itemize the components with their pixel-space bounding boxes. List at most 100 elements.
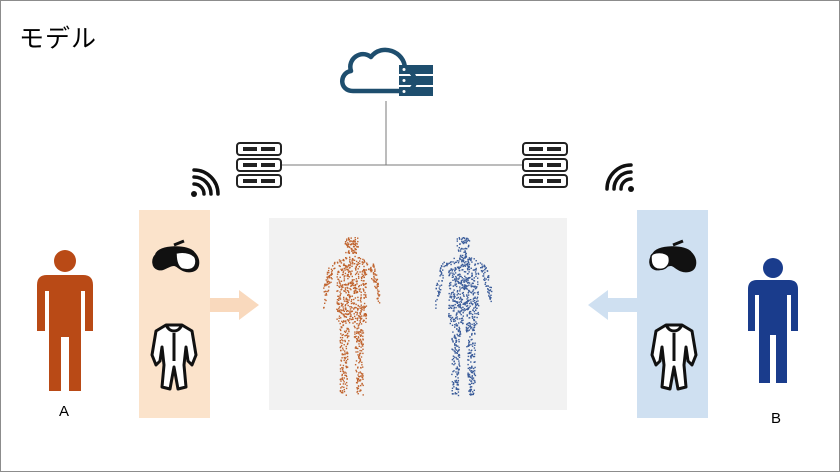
point-cloud-dot (468, 257, 471, 259)
point-cloud-dot (341, 320, 343, 323)
point-cloud-dot (341, 284, 343, 287)
point-cloud-dot (466, 280, 468, 282)
point-cloud-dot (376, 298, 379, 300)
point-cloud-dot (459, 298, 461, 300)
point-cloud-dot (473, 353, 476, 355)
point-cloud-dot (461, 292, 464, 294)
point-cloud-dot (454, 300, 456, 302)
point-cloud-dot (468, 307, 470, 309)
point-cloud-dot (351, 261, 353, 263)
point-cloud-dot (360, 301, 362, 303)
point-cloud-dot (377, 300, 380, 302)
point-cloud-dot (454, 352, 456, 354)
point-cloud-dot (359, 260, 361, 262)
point-cloud-dot (457, 282, 460, 284)
point-cloud-dot (358, 357, 360, 359)
point-cloud-dot (459, 250, 462, 252)
point-cloud-dot (354, 237, 356, 239)
server-rack-icon (236, 142, 282, 188)
point-cloud-dot (475, 300, 478, 303)
point-cloud-dot (355, 335, 357, 338)
point-cloud-dot (341, 357, 343, 359)
point-cloud-dot (467, 345, 469, 347)
point-cloud-dot (457, 391, 460, 393)
point-cloud-dot (461, 241, 464, 244)
point-cloud-dot (460, 259, 463, 261)
point-cloud-dot (352, 287, 355, 289)
point-cloud-dot (360, 294, 362, 296)
point-cloud-dot (475, 267, 477, 270)
point-cloud-dot (358, 354, 361, 356)
point-cloud-dot (473, 280, 476, 282)
point-cloud-dot (462, 254, 464, 257)
point-cloud-dot (466, 302, 468, 304)
point-cloud-dot (347, 273, 349, 276)
point-cloud-dot (354, 289, 356, 292)
point-cloud-dot (348, 270, 351, 272)
point-cloud-dot (452, 272, 454, 274)
point-cloud-dot (360, 304, 362, 306)
point-cloud-dot (452, 318, 455, 321)
point-cloud-dot (360, 350, 363, 352)
point-cloud-dot (350, 288, 352, 291)
point-cloud-dot (357, 307, 359, 310)
point-cloud-dot (374, 270, 376, 272)
point-cloud-dot (466, 314, 468, 316)
point-cloud-dot (458, 326, 460, 329)
server-rack-icon (522, 142, 568, 188)
point-cloud-dot (487, 291, 489, 293)
point-cloud-dot (346, 332, 349, 335)
point-cloud-dot (355, 278, 358, 280)
point-cloud-dot (357, 299, 359, 302)
point-cloud-dot (467, 373, 469, 376)
point-cloud-dot (359, 290, 361, 292)
point-cloud-dot (343, 259, 345, 262)
point-cloud-dot (460, 275, 462, 278)
point-cloud-dot (340, 349, 342, 352)
point-cloud-dot (474, 344, 476, 346)
point-cloud-dot (338, 315, 341, 317)
point-cloud-dot (472, 377, 475, 379)
point-cloud-dot (354, 315, 356, 318)
point-cloud-dot (342, 383, 345, 385)
point-cloud-dot (362, 375, 364, 377)
point-cloud-dot (467, 327, 469, 329)
point-cloud-dot (354, 288, 357, 290)
point-cloud-dot (474, 333, 476, 335)
point-cloud-dot (342, 321, 344, 324)
point-cloud-dot (446, 262, 448, 265)
point-cloud-dot (378, 302, 381, 304)
point-cloud-dot (465, 278, 467, 280)
point-cloud-dot (454, 346, 456, 349)
point-cloud-dot (358, 375, 361, 378)
point-cloud-dot (456, 291, 459, 293)
point-cloud-dot (348, 319, 350, 321)
point-cloud-dot (436, 298, 438, 301)
point-cloud-dot (362, 373, 364, 375)
point-cloud-dot (456, 381, 458, 384)
point-cloud-dot (467, 322, 469, 325)
point-cloud-dot (336, 299, 339, 301)
point-cloud-dot (377, 285, 379, 287)
point-cloud-dot (362, 280, 364, 282)
point-cloud-dot (455, 352, 458, 354)
point-cloud-dot (346, 301, 348, 303)
point-cloud-dot (468, 317, 471, 319)
point-cloud-dot (458, 273, 461, 275)
point-cloud-dot (438, 293, 440, 296)
point-cloud-dot (477, 283, 479, 286)
point-cloud-dot (464, 284, 466, 286)
point-cloud-dot (345, 330, 348, 332)
point-cloud-dot (459, 330, 461, 333)
point-cloud-dot (452, 340, 454, 342)
point-cloud-dot (475, 302, 477, 304)
point-cloud-dot (441, 280, 443, 282)
point-cloud-dot (370, 270, 372, 273)
point-cloud-dot (338, 306, 341, 308)
point-cloud-dot (348, 340, 350, 342)
point-cloud-dot (452, 305, 454, 307)
point-cloud-dot (355, 260, 358, 263)
point-cloud-dot (361, 273, 363, 275)
point-cloud-dot (342, 347, 344, 349)
point-cloud-dot (453, 273, 455, 276)
